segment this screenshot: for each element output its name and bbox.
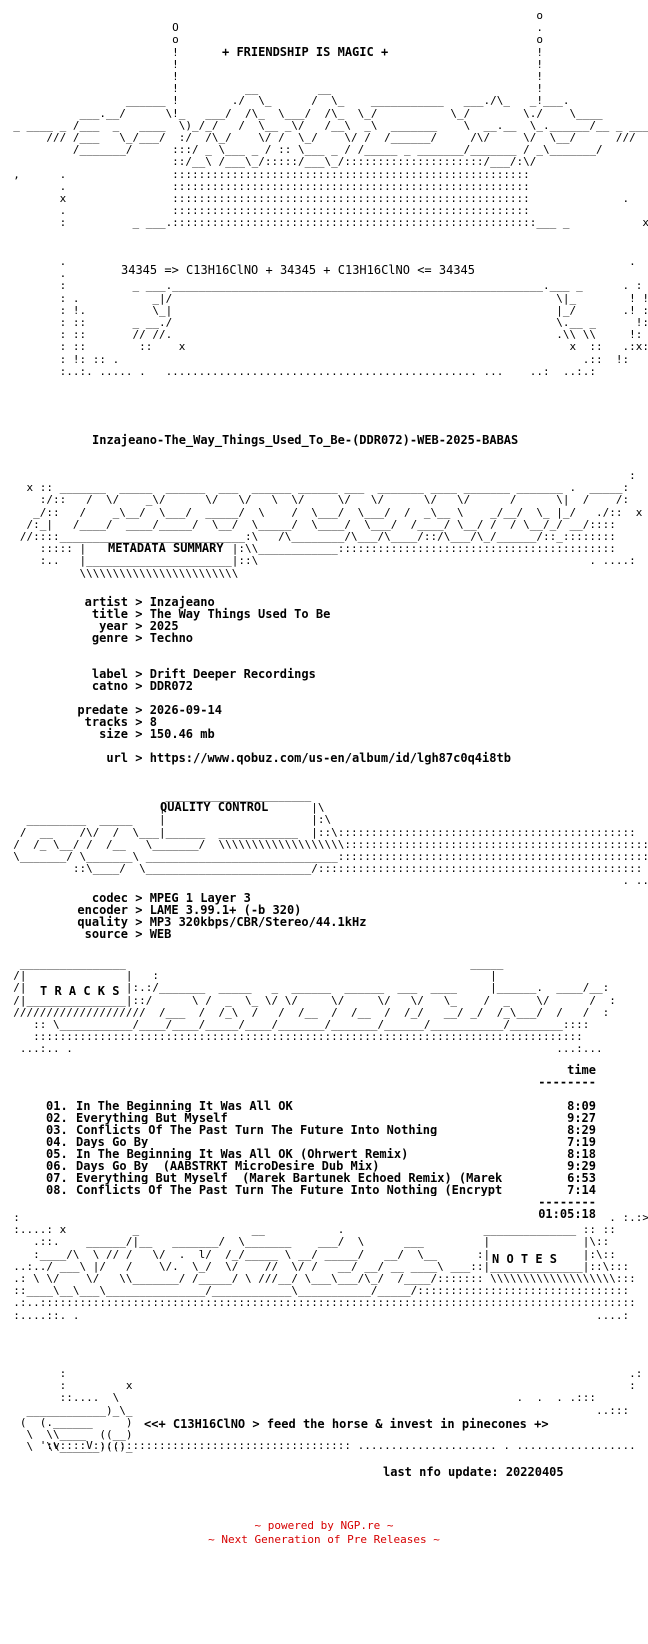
meta-title-value: The Way Things Used To Be	[149, 607, 331, 621]
tracklist-header: time	[46, 1064, 596, 1076]
tracks-section-title: T R A C K S	[40, 984, 120, 998]
quality-block: codec > MPEG 1 Layer 3 encoder > LAME 3.…	[44, 892, 366, 940]
meta-row-label: label > Drift Deeper Recordings	[91, 667, 316, 681]
quality-codec-value: MPEG 1 Layer 3	[149, 891, 251, 905]
meta-label-value: Drift Deeper Recordings	[149, 667, 316, 681]
quality-row-encoder: encoder > LAME 3.99.1+ (-b 320)	[77, 903, 302, 917]
header-banner: + FRIENDSHIP IS MAGIC +	[222, 45, 389, 59]
metadata-block: artist > Inzajeano title > The Way Thing…	[44, 596, 511, 764]
meta-row-artist: artist > Inzajeano	[84, 595, 215, 609]
tracklist: time -------- 01.In The Beginning It Was…	[46, 1064, 596, 1220]
meta-year-value: 2025	[149, 619, 179, 633]
quality-row-source: source > WEB	[84, 927, 172, 941]
meta-row-year: year > 2025	[99, 619, 179, 633]
header-ascii-art: o O . o o !	[13, 9, 648, 230]
meta-tracks-value: 8	[149, 715, 157, 729]
meta-catno-value: DDR072	[149, 679, 194, 693]
bottom-rule: ':v::::V::::::::::::::::::::::::::::::::…	[0, 1439, 636, 1452]
meta-row-predate: predate > 2026-09-14	[77, 703, 222, 717]
tracks-ascii-art: ________________ _____ /| | : | /| |:.:/…	[13, 957, 616, 1056]
track-row: 07.Everything But Myself (Marek Bartunek…	[46, 1171, 596, 1185]
footer-powered-by[interactable]: ~ powered by NGP.re ~	[254, 1519, 394, 1532]
total-time: 01:05:18	[538, 1207, 596, 1221]
quality-quality-value: MP3 320kbps/CBR/Stereo/44.1kHz	[149, 915, 367, 929]
footer-tagline: ~ Next Generation of Pre Releases ~	[208, 1533, 440, 1546]
meta-artist-value: Inzajeano	[149, 595, 215, 609]
track-row: 08.Conflicts Of The Past Turn The Future…	[46, 1183, 596, 1197]
time-column-header: time	[567, 1063, 596, 1077]
header-formula: 34345 => C13H16ClNO + 34345 + C13H16ClNO…	[121, 263, 476, 277]
meta-row-genre: genre > Techno	[91, 631, 194, 645]
meta-url-link[interactable]: https://www.qobuz.com/us-en/album/id/lgh…	[149, 751, 511, 765]
quality-encoder-value: LAME 3.99.1+ (-b 320)	[149, 903, 302, 917]
track-row: 03.Conflicts Of The Past Turn The Future…	[46, 1123, 596, 1137]
meta-row-size: size > 150.46 mb	[99, 727, 215, 741]
meta-size-value: 150.46 mb	[149, 727, 215, 741]
quality-section-title: QUALITY CONTROL	[160, 800, 269, 814]
tracklist-header-rule: --------	[538, 1075, 596, 1089]
metadata-ascii-art: : x :: _______ _____ ______ ___ ______ _…	[19, 469, 643, 580]
quality-row-quality: quality > MP3 320kbps/CBR/Stereo/44.1kHz	[77, 915, 367, 929]
total-row: 01:05:18	[46, 1208, 596, 1220]
track-row: 06.Days Go By (AABSTRKT MicroDesire Dub …	[46, 1159, 596, 1173]
meta-row-url[interactable]: url > https://www.qobuz.com/us-en/album/…	[106, 751, 511, 765]
quality-ascii-art: ______________________ | |\ _________ __…	[13, 789, 648, 888]
meta-row-title: title > The Way Things Used To Be	[91, 607, 331, 621]
meta-genre-value: Techno	[149, 631, 194, 645]
track-row: 05.In The Beginning It Was All OK (Ohrwe…	[46, 1147, 596, 1161]
release-name: Inzajeano-The_Way_Things_Used_To_Be-(DDR…	[92, 433, 519, 447]
notes-tagline: <<+ C13H16ClNO > feed the horse & invest…	[144, 1417, 549, 1431]
notes-section-title: N O T E S	[492, 1252, 558, 1266]
quality-row-codec: codec > MPEG 1 Layer 3	[91, 891, 251, 905]
metadata-section-title: METADATA SUMMARY	[108, 541, 224, 555]
total-rule: --------	[538, 1195, 596, 1209]
notes-ascii-art: : . :.:> :....: x _ __ . ______________ …	[13, 1211, 648, 1322]
meta-predate-value: 2026-09-14	[149, 703, 222, 717]
header-ascii-bridge: . . . : _ ___.__________________________…	[59, 255, 648, 378]
meta-row-catno: catno > DDR072	[91, 679, 194, 693]
quality-source-value: WEB	[149, 927, 172, 941]
last-update: last nfo update: 20220405	[383, 1465, 564, 1479]
bottom-ascii-art: : .: : x : ::...	[19, 1367, 643, 1454]
meta-row-tracks: tracks > 8	[84, 715, 157, 729]
